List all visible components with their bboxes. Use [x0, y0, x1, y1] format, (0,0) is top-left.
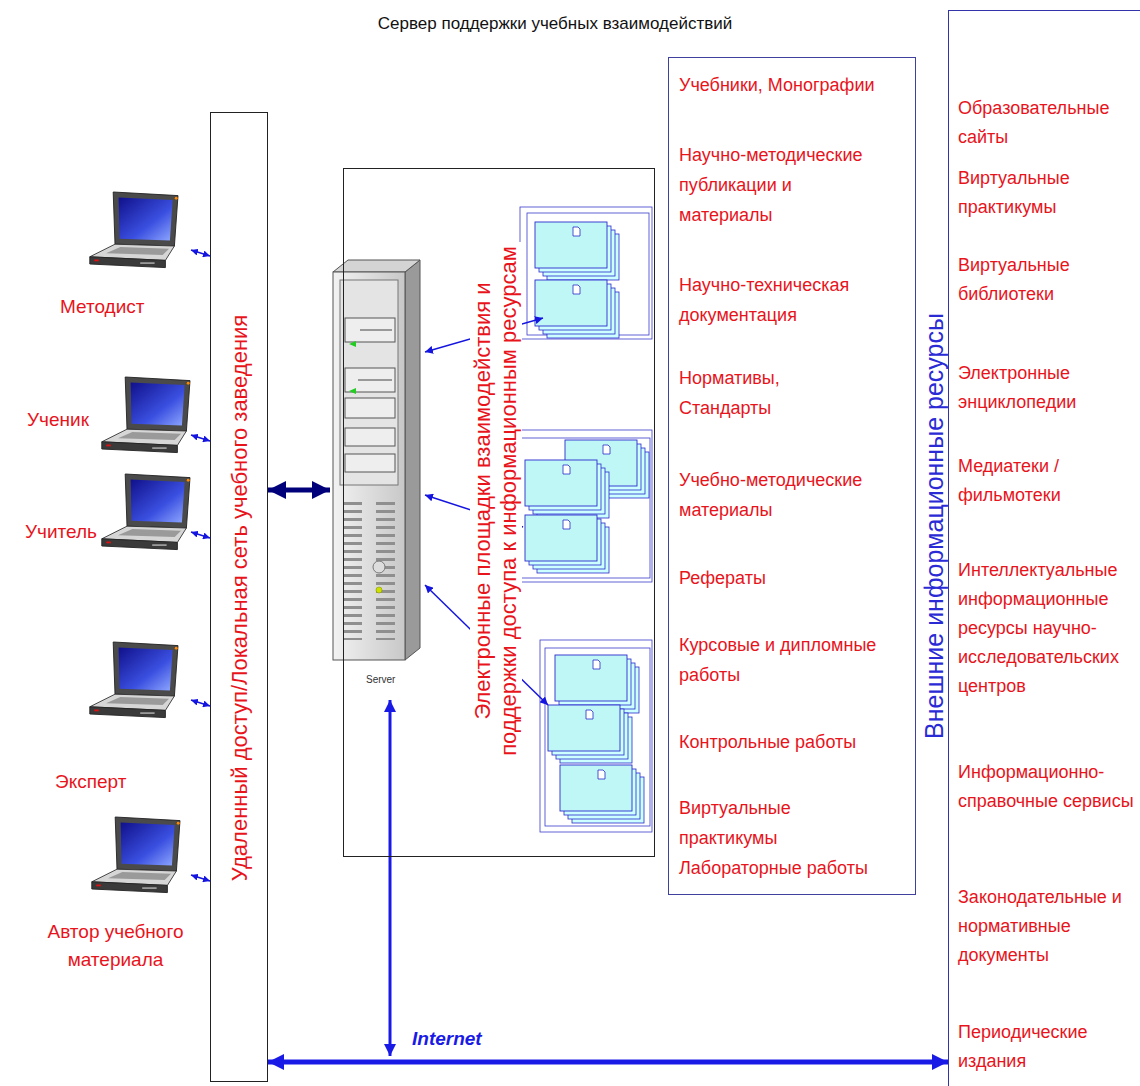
node-label: Эксперт: [55, 770, 126, 794]
server-unit: Server: [330, 258, 422, 696]
document-stack: [548, 705, 632, 763]
rotated-heading: Удаленный доступ/Локальная сеть учебного…: [227, 148, 253, 1048]
user-node: Эксперт: [50, 638, 191, 804]
node-label: Периодические издания: [958, 1018, 1136, 1076]
node-label: Научно-методические публикации и материа…: [679, 140, 889, 230]
document-stack: [560, 765, 644, 823]
node-label: Рефераты: [679, 563, 904, 593]
node-label: Виртуальные практикумы Лабораторные рабо…: [679, 793, 889, 883]
document-stack: [525, 460, 609, 518]
connector: [268, 1060, 948, 1065]
connector: [191, 532, 210, 538]
access-band: Удаленный доступ/Локальная сеть учебного…: [210, 112, 268, 1082]
node-label: Виртуальные практикумы: [958, 164, 1136, 222]
node-label: Информационно-справочные сервисы: [958, 758, 1136, 816]
node-label: Научно-техническая документация: [679, 270, 904, 330]
node-label: Server: [366, 674, 395, 686]
node-label: Нормативы, Стандарты: [679, 363, 809, 423]
document-stack: [525, 515, 609, 573]
diagram-title: Сервер поддержки учебных взаимодействий: [0, 14, 1110, 34]
document-stack: [535, 222, 619, 280]
node-label: Образовательные сайты: [958, 94, 1136, 152]
laptop-icon: [90, 642, 178, 718]
laptop-icon: [102, 474, 190, 550]
node-label: Интеллектуальные информационные ресурсы …: [958, 556, 1136, 701]
node-label: Учебники, Монографии: [679, 70, 904, 100]
node-label: Автор учебного материала: [40, 918, 191, 974]
document-stack: [555, 655, 639, 713]
connector: [191, 700, 210, 706]
laptop-icon: [90, 192, 178, 268]
node-label: Учитель: [25, 520, 97, 544]
node-label: Ученик: [27, 408, 89, 432]
rotated-heading: Электронные площадки взаимодействия и по…: [470, 242, 522, 760]
connector: [191, 435, 210, 441]
internet-uplink: [389, 700, 392, 1056]
node-label: Виртуальные библиотеки: [958, 251, 1136, 309]
node-label: Учебно-методические материалы: [679, 465, 904, 525]
user-node: Учитель: [20, 470, 191, 560]
user-node: Автор учебного материала: [40, 813, 191, 984]
external-resources: Внешние информационные ресурсыОбразовате…: [948, 10, 1140, 1086]
laptop-icon: [102, 377, 190, 453]
connector-label: Internet: [410, 1028, 484, 1050]
connector: [268, 488, 330, 493]
document-stack: [535, 280, 619, 338]
node-label: Методист: [60, 295, 145, 319]
node-label: Курсовые и дипломные работы: [679, 630, 904, 690]
node-label: Законодательные и нормативные документы: [958, 883, 1123, 970]
document-stacks: [512, 207, 652, 832]
server-platform: Server Электронные площадки взаимодействи…: [343, 168, 655, 857]
node-label: Контрольные работы: [679, 727, 904, 757]
user-node: Ученик: [22, 373, 191, 458]
user-node: Методист: [55, 188, 191, 329]
node-label: Медиатеки / фильмотеки: [958, 452, 1136, 510]
node-label: Электронные энциклопедии: [958, 359, 1136, 417]
laptop-icon: [92, 817, 180, 893]
rotated-heading: Внешние информационные ресурсы: [921, 176, 947, 876]
server-tower: [333, 260, 420, 660]
resource-list: Учебники, МонографииНаучно-методические …: [668, 57, 916, 895]
connector: [191, 875, 210, 881]
connector: [191, 250, 210, 256]
